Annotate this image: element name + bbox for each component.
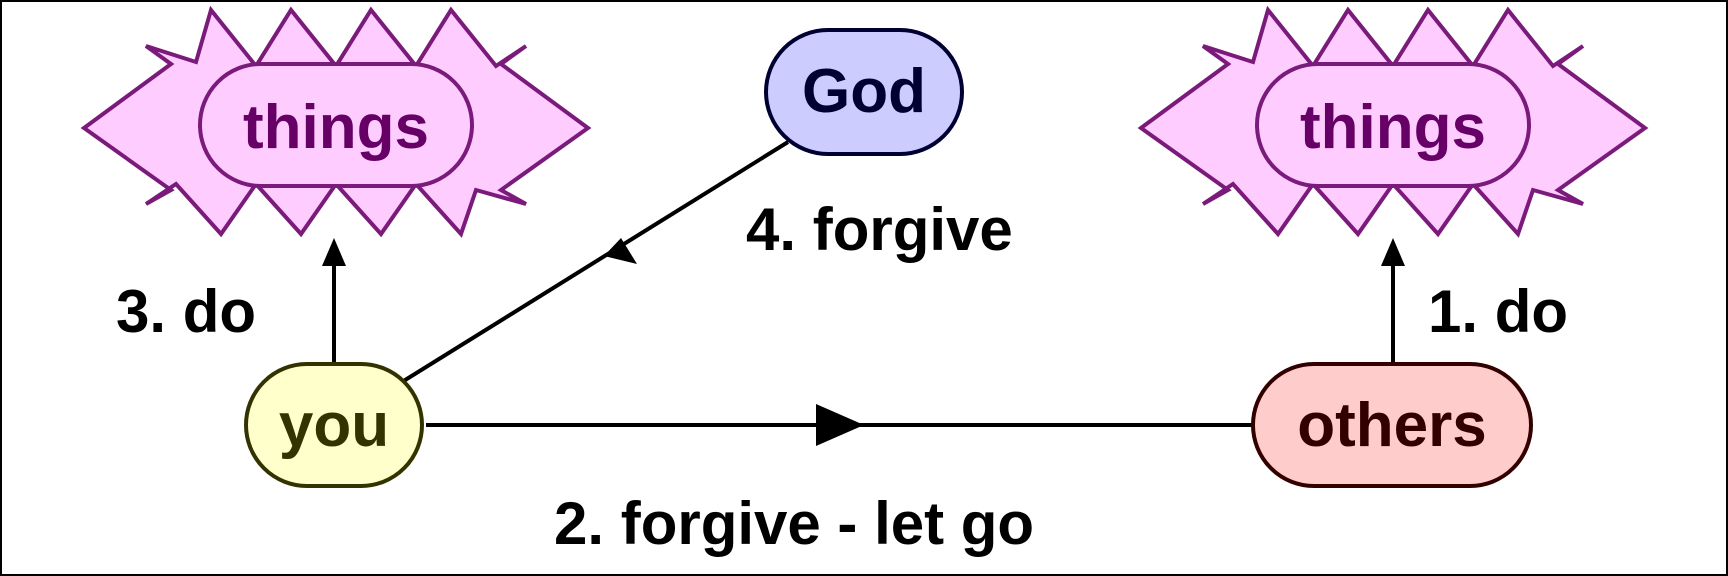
edge-others-do-arrowhead [1381, 238, 1405, 266]
node-things-left: things [198, 62, 474, 188]
edge-others-do [1381, 238, 1405, 362]
edge-you-forgive-arrowhead [816, 404, 864, 446]
edge-god-forgive-arrowhead [604, 238, 637, 264]
god-label: God [802, 57, 926, 126]
others-pill [1251, 362, 1533, 488]
you-label: you [279, 391, 389, 460]
edge-you-forgive-others [426, 404, 1255, 446]
others-label: others [1297, 391, 1486, 460]
god-pill [764, 28, 964, 156]
node-god: God [764, 28, 964, 156]
edge-label-god-forgive: 4. forgive [746, 196, 1013, 263]
things-left-pill [198, 62, 474, 188]
node-others: others [1251, 362, 1533, 488]
edge-label-you-forgive-others: 2. forgive - let go [554, 490, 1034, 557]
edge-god-forgive-line [400, 140, 790, 384]
edge-label-others-do: 1. do [1428, 278, 1568, 345]
things-right-label: things [1300, 93, 1486, 162]
edge-label-you-do: 3. do [116, 278, 256, 345]
edge-god-forgive-you [400, 140, 790, 384]
node-things-right: things [1255, 62, 1531, 188]
edge-you-do-arrowhead [322, 238, 346, 266]
you-pill [244, 362, 424, 488]
node-you: you [244, 362, 424, 488]
things-right-pill [1255, 62, 1531, 188]
edge-you-do [322, 238, 346, 362]
things-left-label: things [243, 93, 429, 162]
